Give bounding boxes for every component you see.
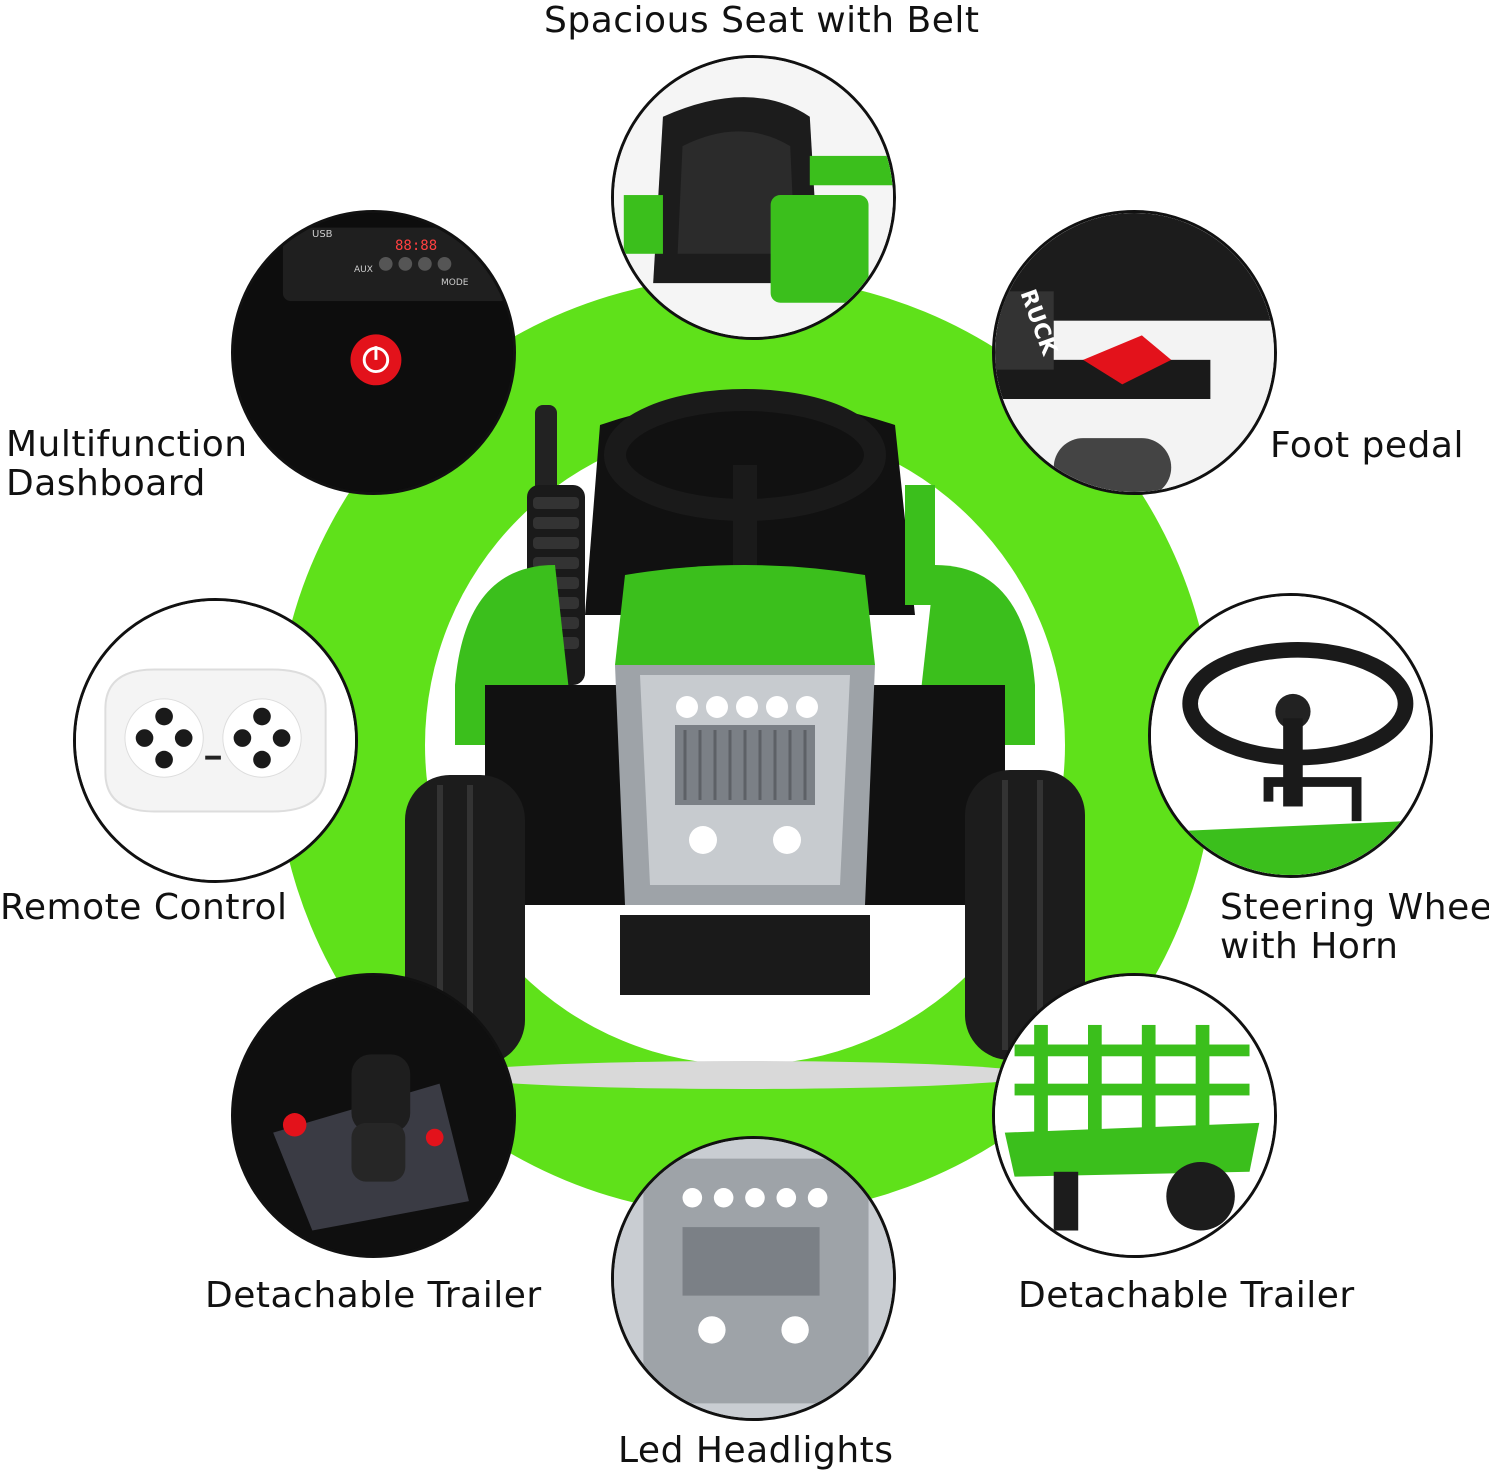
- steering-label-line1: Steering Wheel: [1220, 887, 1489, 928]
- dashboard-bubble: [231, 210, 516, 495]
- trailer-left-label: Detachable Trailer: [205, 1275, 542, 1316]
- pedal-label: Foot pedal: [1270, 425, 1464, 466]
- headlight-icon: [614, 1139, 893, 1418]
- trailer-bubble: [992, 973, 1277, 1258]
- steering-bubble: [1148, 593, 1433, 878]
- pedal-bubble: [992, 210, 1277, 495]
- display-text: 88:88: [395, 238, 438, 254]
- seat-label: Spacious Seat with Belt: [544, 0, 980, 41]
- seat-bubble: [611, 55, 896, 340]
- dashboard-label-line1: Multifunction: [6, 424, 248, 465]
- usb-text: USB: [312, 229, 333, 240]
- gear-shift-bubble: [231, 973, 516, 1258]
- remote-bubble: [73, 598, 358, 883]
- tractor-image: [405, 389, 1085, 1089]
- seat-icon: [614, 58, 893, 337]
- dashboard-label-line2: Dashboard: [6, 463, 206, 504]
- remote-icon: [76, 601, 355, 880]
- headlights-bubble: [611, 1136, 896, 1421]
- dashboard-icon: [234, 213, 513, 492]
- mode-text: MODE: [441, 278, 469, 288]
- aux-text: AUX: [354, 265, 373, 275]
- headlights-label: Led Headlights: [618, 1430, 894, 1471]
- remote-label: Remote Control: [0, 887, 288, 928]
- trailer-icon: [995, 976, 1274, 1255]
- gear-shift-icon: [234, 976, 513, 1255]
- trailer-right-label: Detachable Trailer: [1018, 1275, 1355, 1316]
- steering-wheel-icon: [1151, 596, 1430, 875]
- steering-label-line2: with Horn: [1220, 926, 1399, 967]
